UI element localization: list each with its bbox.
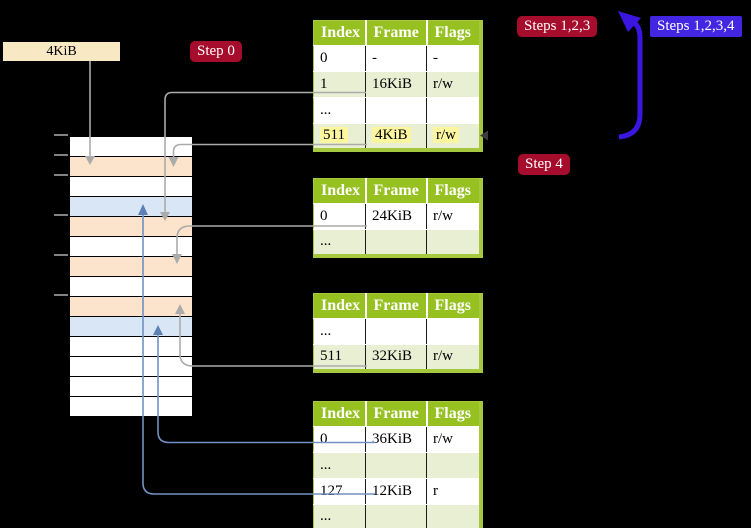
table-cell: 127 [313,478,366,505]
table-header-frame: Frame [365,178,428,204]
recursive-loop-arrow [618,11,643,140]
table-cell: r [426,478,481,505]
step4-badge: Step 4 [518,154,570,175]
memory-frame-row-orange [70,257,192,277]
memory-frame-row-white [70,277,192,297]
table-cell: r/w [426,71,481,98]
table-header-index: Index [313,178,367,204]
steps1234-badge: Steps 1,2,3,4 [650,16,742,37]
table-cell: - [426,45,481,72]
table-cell: 12KiB [365,478,427,505]
highlighted-cell-text: 511 [320,126,348,143]
memory-frame-row-white [70,377,192,397]
table-header-flags: Flags [426,293,481,319]
memory-frame-row-white [70,237,192,257]
table-row: ... [313,229,481,256]
table-header-frame: Frame [365,293,428,319]
memory-frame-row-white [70,397,192,416]
table-header-frame: Frame [365,401,428,427]
table-header-index: Index [313,20,367,46]
memory-frame-row-blue [70,317,192,337]
table-cell: ... [313,452,366,479]
table-cell [426,97,481,124]
memory-frame-row-white [70,337,192,357]
table-cell: 16KiB [365,71,427,98]
memory-frame-row-white [70,357,192,377]
tick-mark [54,214,68,216]
table-cell: r/w [426,203,481,230]
highlighted-cell-text: r/w [433,126,459,143]
table-cell: 32KiB [365,344,427,371]
table-cell [365,452,427,479]
tick-mark [54,154,68,156]
table-cell: 36KiB [365,426,427,453]
table-header-frame: Frame [365,20,428,46]
table-row: ... [313,318,481,345]
steps123-badge: Steps 1,2,3 [517,16,598,37]
table-cell [426,504,481,528]
table-header-flags: Flags [426,401,481,427]
physical-memory-strip [68,135,194,418]
table-header-index: Index [313,401,367,427]
table-row: 0-- [313,45,481,72]
table-cell: ... [313,229,366,256]
table-cell: r/w [426,123,481,150]
table-row: 511 4KiB r/w [313,123,481,150]
frame-size-label: 4KiB [3,42,120,61]
table-cell: 1 [313,71,366,98]
highlighted-cell-text: 4KiB [372,126,411,143]
table-cell: 511 [313,123,366,150]
table-cell [365,97,427,124]
table-cell: ... [313,504,366,528]
table-row: ... [313,504,481,528]
table-header-flags: Flags [426,178,481,204]
table-cell: 511 [313,344,366,371]
table-header-index: Index [313,293,367,319]
table-cell: 0 [313,45,366,72]
table-cell: 0 [313,203,366,230]
table-cell: ... [313,318,366,345]
memory-frame-row-white [70,137,192,157]
tick-mark [54,254,68,256]
table-cell: ... [313,97,366,124]
table-cell [365,229,427,256]
memory-frame-row-orange [70,157,192,177]
table-cell [426,452,481,479]
memory-frame-row-orange [70,297,192,317]
memory-frame-row-blue [70,197,192,217]
step0-badge: Step 0 [190,41,242,62]
table-cell [365,318,427,345]
table-cell [365,504,427,528]
memory-frame-row-orange [70,217,192,237]
memory-frame-row-white [70,177,192,197]
table-cell: 0 [313,426,366,453]
table-cell: r/w [426,344,481,371]
table-cell: 24KiB [365,203,427,230]
tick-mark [54,174,68,176]
tick-mark [54,294,68,296]
table-cell: r/w [426,426,481,453]
table-row: ... [313,97,481,124]
table-header-flags: Flags [426,20,481,46]
tick-mark [54,134,68,136]
table-cell [426,318,481,345]
table-row: ... [313,452,481,479]
table-cell: 4KiB [365,123,427,150]
table-cell [426,229,481,256]
table-cell: - [365,45,427,72]
